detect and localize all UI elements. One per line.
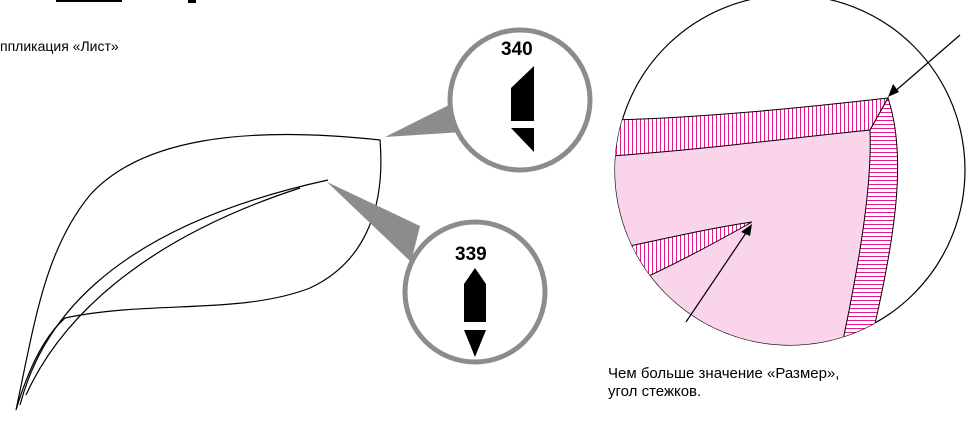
stitch-tip-double-icon <box>464 268 486 357</box>
left-caption: ппликация «Лист» <box>0 38 119 54</box>
top-callout-pointer <box>385 102 463 137</box>
top-rule <box>56 0 122 2</box>
right-caption-line-1: Чем больше значение «Размер», <box>608 365 840 382</box>
top-callout-code: 340 <box>501 39 533 60</box>
right-caption: Чем больше значение «Размер», угол стежк… <box>608 365 968 401</box>
bottom-callout-circle <box>402 219 548 365</box>
pink-stitch-magnifier-icon <box>614 0 966 346</box>
right-caption-line-2: угол стежков. <box>608 383 702 400</box>
stitch-tip-pointed-icon <box>511 66 534 152</box>
top-rule-dot <box>188 0 196 3</box>
bottom-callout-pointer <box>327 182 420 262</box>
leaf-outline-icon <box>15 133 382 411</box>
bottom-callout-code: 339 <box>455 244 487 265</box>
top-callout-circle <box>447 27 593 173</box>
